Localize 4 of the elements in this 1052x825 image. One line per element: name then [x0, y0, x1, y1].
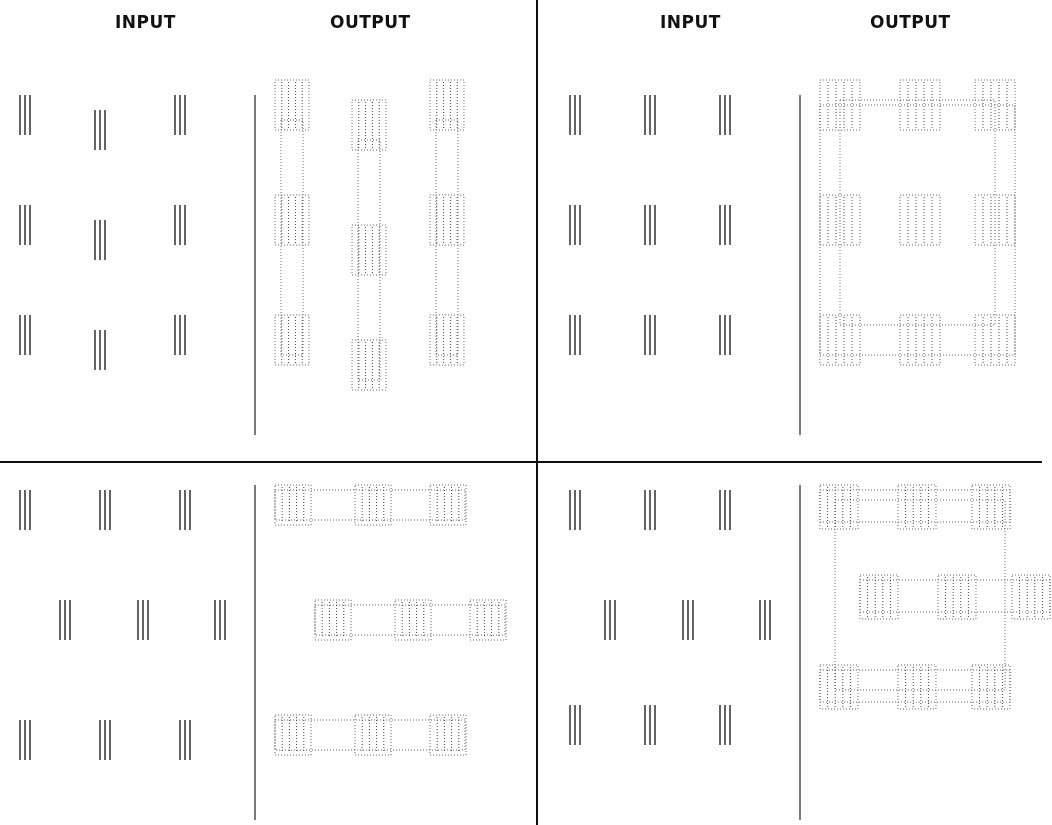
column-heading: INPUT	[115, 12, 176, 32]
column-heading: OUTPUT	[330, 12, 411, 32]
column-heading: INPUT	[660, 12, 721, 32]
column-heading: OUTPUT	[870, 12, 951, 32]
